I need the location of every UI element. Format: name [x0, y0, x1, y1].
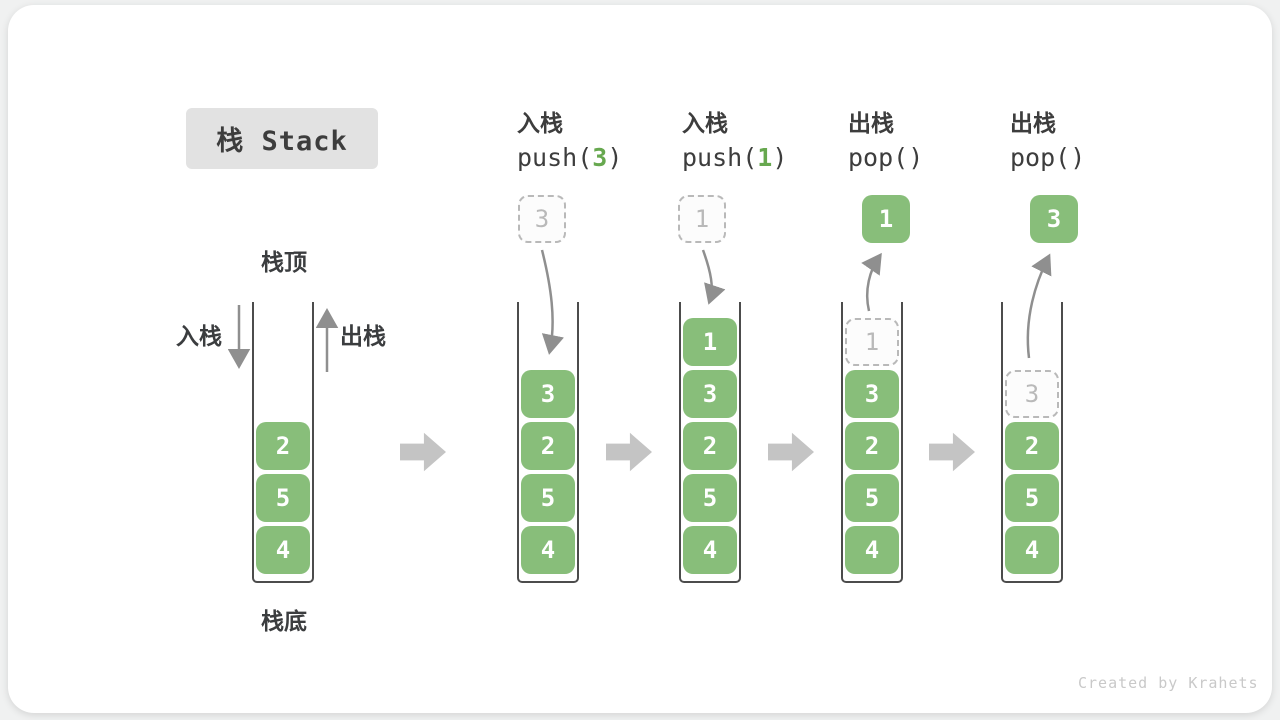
- operation-label-push-3: 入栈 push(3): [517, 106, 622, 176]
- stack-element: 2: [845, 422, 899, 470]
- operation-label-push-1: 入栈 push(1): [682, 106, 787, 176]
- stack-element: 5: [845, 474, 899, 522]
- operation-code: push(1): [682, 143, 788, 172]
- stack-element: 5: [683, 474, 737, 522]
- code-argument: 1: [757, 143, 773, 172]
- popped-element: 1: [862, 195, 910, 243]
- push-side-label: 入栈: [176, 323, 222, 349]
- operation-code: pop(): [1010, 143, 1086, 172]
- stack-element: 3: [521, 370, 575, 418]
- stack-top-label: 栈顶: [261, 249, 307, 275]
- operation-code: push(3): [517, 143, 623, 172]
- popped-element: 3: [1030, 195, 1078, 243]
- stack-element: 2: [1005, 422, 1059, 470]
- stack-element: 4: [683, 526, 737, 574]
- stack-element: 2: [256, 422, 310, 470]
- stack-element: 2: [521, 422, 575, 470]
- operation-name: 入栈: [682, 110, 728, 136]
- removed-element-ghost: 3: [1005, 370, 1059, 418]
- operation-name: 入栈: [517, 110, 563, 136]
- stack-element: 1: [683, 318, 737, 366]
- incoming-element: 1: [678, 195, 726, 243]
- operation-label-pop-1: 出栈 pop(): [848, 106, 923, 176]
- watermark: Created by Krahets: [1078, 674, 1259, 692]
- operation-name: 出栈: [848, 110, 894, 136]
- stack-element: 4: [1005, 526, 1059, 574]
- incoming-element: 3: [518, 195, 566, 243]
- pop-side-label: 出栈: [340, 323, 386, 349]
- stack-element: 2: [683, 422, 737, 470]
- operation-name: 出栈: [1010, 110, 1056, 136]
- operation-label-pop-3: 出栈 pop(): [1010, 106, 1085, 176]
- stack-element: 5: [521, 474, 575, 522]
- stack-element: 5: [1005, 474, 1059, 522]
- figure-title: 栈 Stack: [186, 108, 378, 169]
- stack-element: 4: [521, 526, 575, 574]
- stack-element: 4: [845, 526, 899, 574]
- stack-element: 4: [256, 526, 310, 574]
- stack-element: 5: [256, 474, 310, 522]
- stack-element: 3: [845, 370, 899, 418]
- stack-bottom-label: 栈底: [261, 608, 307, 634]
- code-argument: 3: [592, 143, 608, 172]
- operation-code: pop(): [848, 143, 924, 172]
- removed-element-ghost: 1: [845, 318, 899, 366]
- stack-element: 3: [683, 370, 737, 418]
